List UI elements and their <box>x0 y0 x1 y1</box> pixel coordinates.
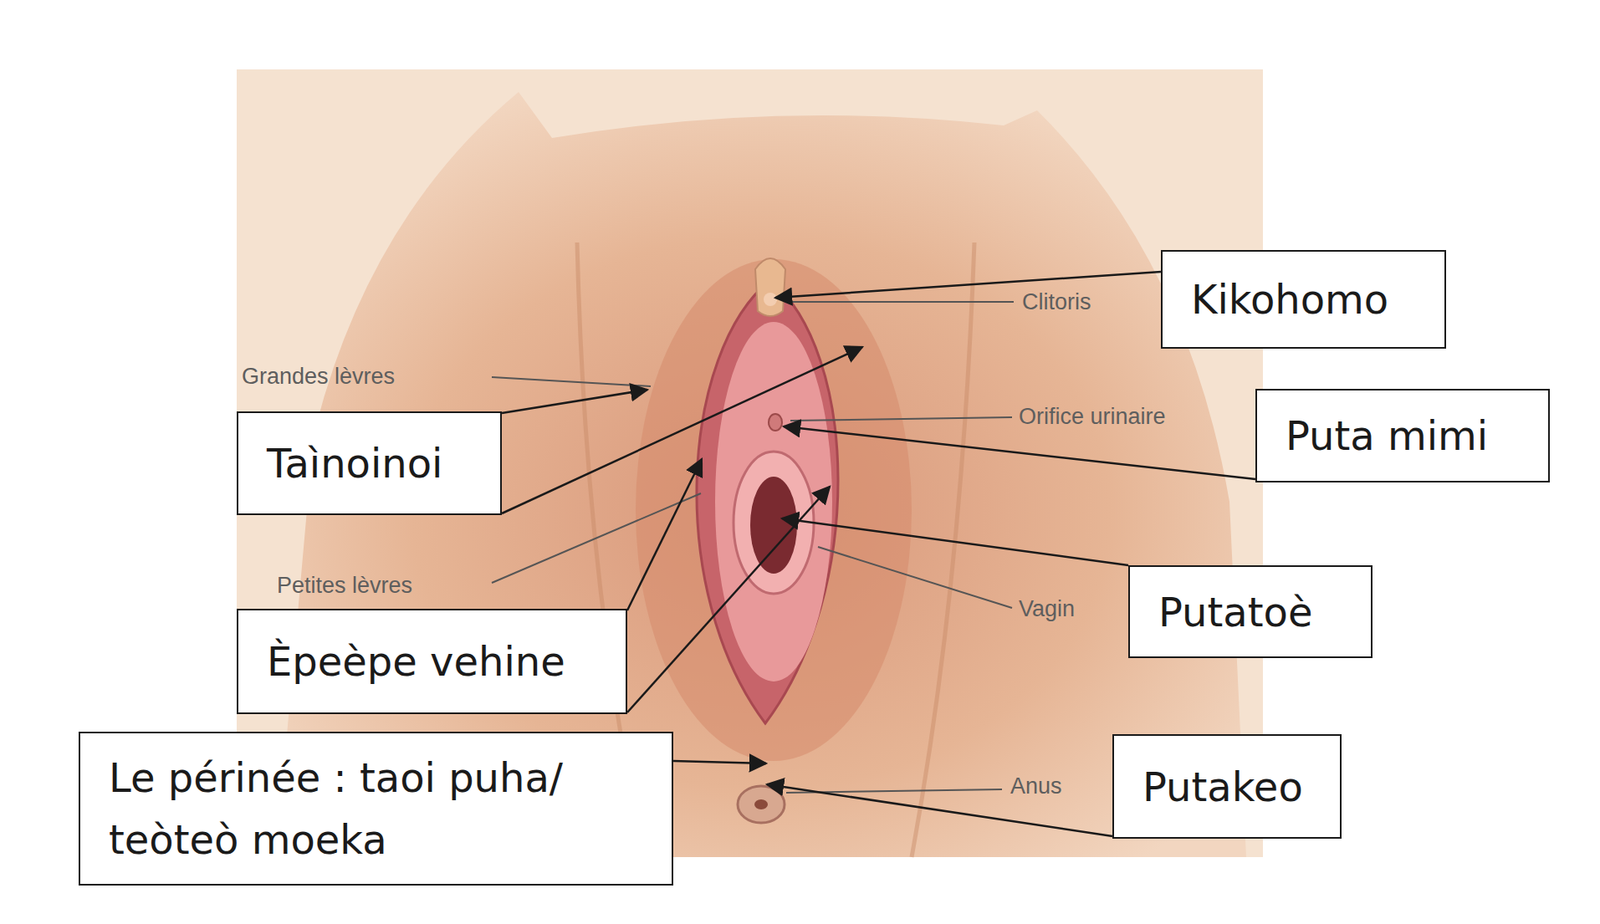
leader-line <box>787 301 1014 303</box>
label-box: Kikohomo <box>1160 250 1447 349</box>
part-name: Grandes lèvres <box>241 362 395 390</box>
label-box: Puta mimi <box>1255 388 1550 483</box>
pointer-arrow <box>501 389 648 414</box>
vestibule <box>715 322 833 682</box>
term-text: Le périnée : taoi puha/ teòteò moeka <box>108 746 647 872</box>
part-name: Petites lèvres <box>276 572 413 599</box>
vaginal-canal <box>750 476 798 574</box>
term-text: Kikohomo <box>1191 276 1389 323</box>
label-box: Taìnoinoi <box>236 411 502 516</box>
clitoral-hood <box>755 258 786 317</box>
label-box: Putatoè <box>1128 565 1373 659</box>
anus <box>737 786 785 824</box>
pointer-arrow <box>627 486 830 713</box>
term-text: Puta mimi <box>1285 412 1488 460</box>
label-box: Le périnée : taoi puha/ teòteò moeka <box>78 731 674 886</box>
label-box: Èpeèpe vehine <box>236 608 628 715</box>
term-text: Putakeo <box>1142 763 1304 811</box>
part-name: Orifice urinaire <box>1018 403 1166 430</box>
clitoris <box>763 292 777 307</box>
pointer-arrow <box>775 271 1161 298</box>
term-text: Èpeèpe vehine <box>266 638 566 685</box>
urethral-orifice <box>768 414 783 431</box>
leader-line <box>790 417 1013 421</box>
pointer-arrow <box>627 459 702 611</box>
leader-line <box>817 546 1013 609</box>
pointer-arrow <box>782 518 1129 566</box>
vaginal-opening <box>733 451 814 594</box>
part-name: Vagin <box>1018 595 1075 623</box>
pointer-arrow <box>783 426 1256 480</box>
term-text: Taìnoinoi <box>266 439 443 487</box>
anus-center <box>754 799 768 810</box>
term-text: Putatoè <box>1158 588 1313 636</box>
leader-line <box>491 493 701 583</box>
leader-line <box>491 377 651 387</box>
part-name: Clitoris <box>1022 288 1092 316</box>
part-name: Anus <box>1010 772 1063 800</box>
thigh-crease <box>911 242 975 858</box>
pointer-arrow <box>673 761 767 764</box>
label-box: Putakeo <box>1112 734 1342 839</box>
